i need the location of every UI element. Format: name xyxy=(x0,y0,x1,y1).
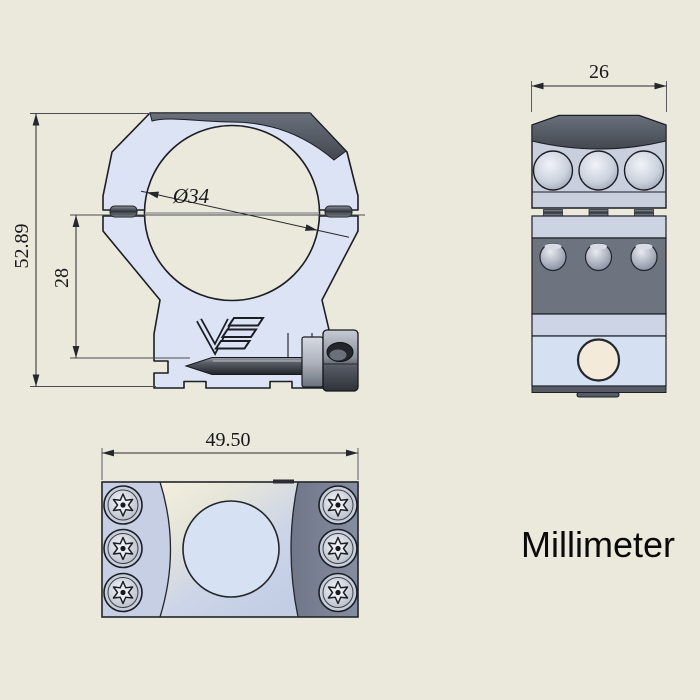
logo-e-bar xyxy=(214,340,252,350)
front-view: 26 xyxy=(531,61,667,398)
gap-screw-shank xyxy=(543,209,563,217)
dim-overall-height: 52.89 xyxy=(11,113,312,387)
dim-label-front-width: 26 xyxy=(589,61,609,83)
torx-screw xyxy=(318,485,358,525)
nut-socket-shine xyxy=(329,349,347,361)
dim-label-overall-height: 52.89 xyxy=(11,224,33,269)
top-edge-tab-mark xyxy=(273,479,294,484)
dome-screw-rim xyxy=(635,243,653,250)
torx-screw xyxy=(318,528,358,569)
unit-label: Millimeter xyxy=(521,524,675,565)
split-screw-right xyxy=(324,205,353,218)
dim-bore-diameter: Ø34 xyxy=(140,184,350,238)
cap-screw-bore xyxy=(578,150,619,191)
torx-screw xyxy=(103,528,143,569)
vector-optics-logo: VE xyxy=(196,317,265,356)
dim-top-width: 49.50 xyxy=(101,429,359,480)
gap-screw-shank xyxy=(588,209,609,217)
cap-screw-bore xyxy=(623,150,665,191)
dim-label-bore-diameter: Ø34 xyxy=(172,184,210,208)
saddle-curve-right xyxy=(290,481,299,618)
bolt-hole-front xyxy=(576,338,621,382)
dim-label-top-width: 49.50 xyxy=(206,429,251,451)
logo-e-bar xyxy=(227,317,265,327)
torx-screw xyxy=(103,572,143,613)
body-band-upper xyxy=(531,215,667,239)
cap-top-plate xyxy=(149,112,347,161)
torx-screw xyxy=(103,485,143,525)
gap-screw-shank xyxy=(634,209,654,217)
scope-tube-bore-top xyxy=(182,500,280,598)
saddle-curve-left xyxy=(159,481,172,618)
logo-e-bar xyxy=(220,328,258,338)
split-screw-left xyxy=(109,205,138,218)
recoil-lug-tab xyxy=(576,392,620,398)
front-cap-top-plate xyxy=(531,115,667,150)
dome-screw-rim xyxy=(590,243,607,250)
dome-screws xyxy=(539,242,658,272)
clamp-bolt xyxy=(184,357,304,375)
top-view-outline xyxy=(101,481,359,618)
body-band-mid xyxy=(531,313,667,337)
dim-label-saddle-height: 28 xyxy=(51,268,73,288)
top-view: 49.50 xyxy=(101,429,359,618)
torx-screw xyxy=(318,572,358,613)
side-view: VE 52.89 28 Ø34 xyxy=(11,112,365,392)
cap-screw-bore xyxy=(532,150,574,191)
rail-strip xyxy=(531,385,667,393)
clamp-washer xyxy=(301,336,324,388)
dim-front-width: 26 xyxy=(531,61,667,112)
dome-screw-rim xyxy=(544,243,562,250)
